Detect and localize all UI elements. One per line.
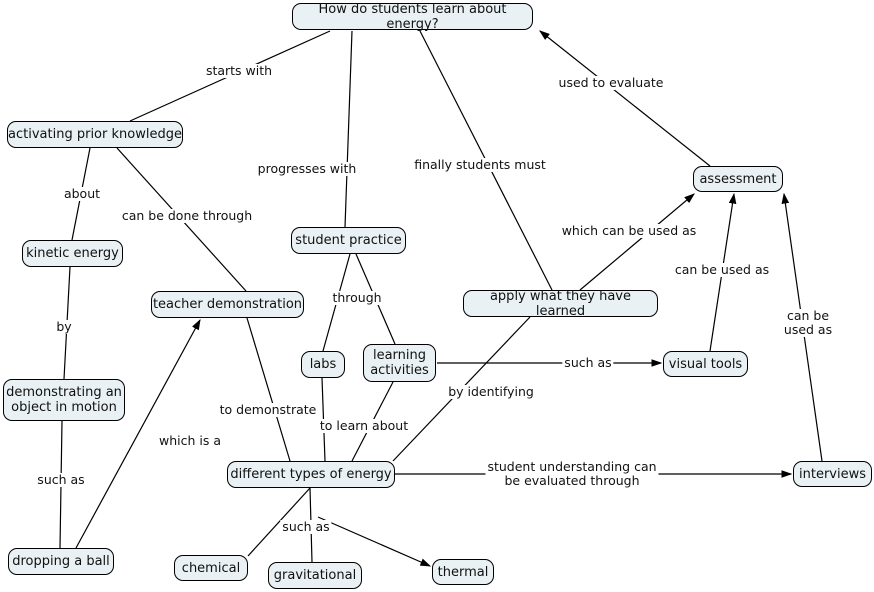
edge-label-demonstrate-to-dropping: such as — [35, 472, 87, 487]
edge-label-root-to-activating: starts with — [203, 63, 275, 78]
edge-label-interviews-to-assessment: can be used as — [775, 309, 841, 337]
concept-node-root[interactable]: How do students learn about energy? — [292, 2, 533, 32]
edge-label-root-to-practice: progresses with — [255, 161, 359, 176]
edge-label-types-to-chemical: such as — [280, 519, 332, 534]
edge-label-types-to-interviews: student understanding can be evaluated t… — [485, 459, 659, 488]
edge-label-types-to-teacher: to demonstrate — [217, 402, 319, 417]
edge-label-activating-to-kinetic: about — [61, 186, 103, 201]
edge-root-to-practice — [344, 30, 353, 228]
concept-node-visual[interactable]: visual tools — [663, 351, 748, 377]
edge-types-to-chemical — [247, 487, 311, 557]
edge-label-activating-to-teacher: can be done through — [119, 208, 255, 223]
edge-label-labs-to-types: to learn about — [317, 418, 411, 433]
edge-label-dropping-to-teacher: which is a — [156, 433, 224, 448]
concept-node-demonstrate[interactable]: demonstrating an object in motion — [3, 379, 125, 421]
concept-node-teacher[interactable]: teacher demonstration — [151, 291, 304, 318]
concept-node-kinetic[interactable]: kinetic energy — [22, 240, 123, 267]
edge-label-assessment-to-root: used to evaluate — [556, 75, 666, 90]
concept-node-practice[interactable]: student practice — [291, 227, 406, 254]
concept-node-types[interactable]: different types of energy — [227, 461, 395, 488]
concept-node-dropping[interactable]: dropping a ball — [8, 548, 114, 575]
edge-label-apply-to-assessment: which can be used as — [559, 223, 699, 238]
edge-label-kinetic-to-demonstrate: by — [54, 319, 74, 334]
concept-node-learning[interactable]: learning activities — [363, 344, 436, 382]
edge-apply-to-assessment — [579, 193, 695, 291]
concept-node-thermal[interactable]: thermal — [432, 559, 494, 585]
concept-node-activating[interactable]: activating prior knowledge — [7, 121, 183, 148]
concept-node-labs[interactable]: labs — [301, 351, 345, 378]
edge-label-types-to-apply: by identifying — [446, 384, 536, 399]
edge-dropping-to-teacher — [75, 318, 201, 549]
edge-types-to-thermal — [317, 516, 432, 567]
edge-assessment-to-root — [539, 30, 711, 167]
edge-types-to-teacher — [246, 317, 291, 462]
edge-label-visual-to-assessment: can be used as — [672, 262, 772, 277]
concept-node-gravity[interactable]: gravitational — [268, 562, 362, 589]
edge-label-practice-to-labs: through — [330, 290, 384, 305]
edge-label-learning-to-visual: such as — [562, 355, 614, 370]
concept-node-apply[interactable]: apply what they have learned — [463, 289, 658, 319]
concept-node-interviews[interactable]: interviews — [793, 461, 872, 487]
concept-node-chemical[interactable]: chemical — [174, 555, 248, 581]
concept-node-assessment[interactable]: assessment — [693, 166, 783, 192]
edge-label-root-to-apply: finally students must — [412, 157, 548, 172]
